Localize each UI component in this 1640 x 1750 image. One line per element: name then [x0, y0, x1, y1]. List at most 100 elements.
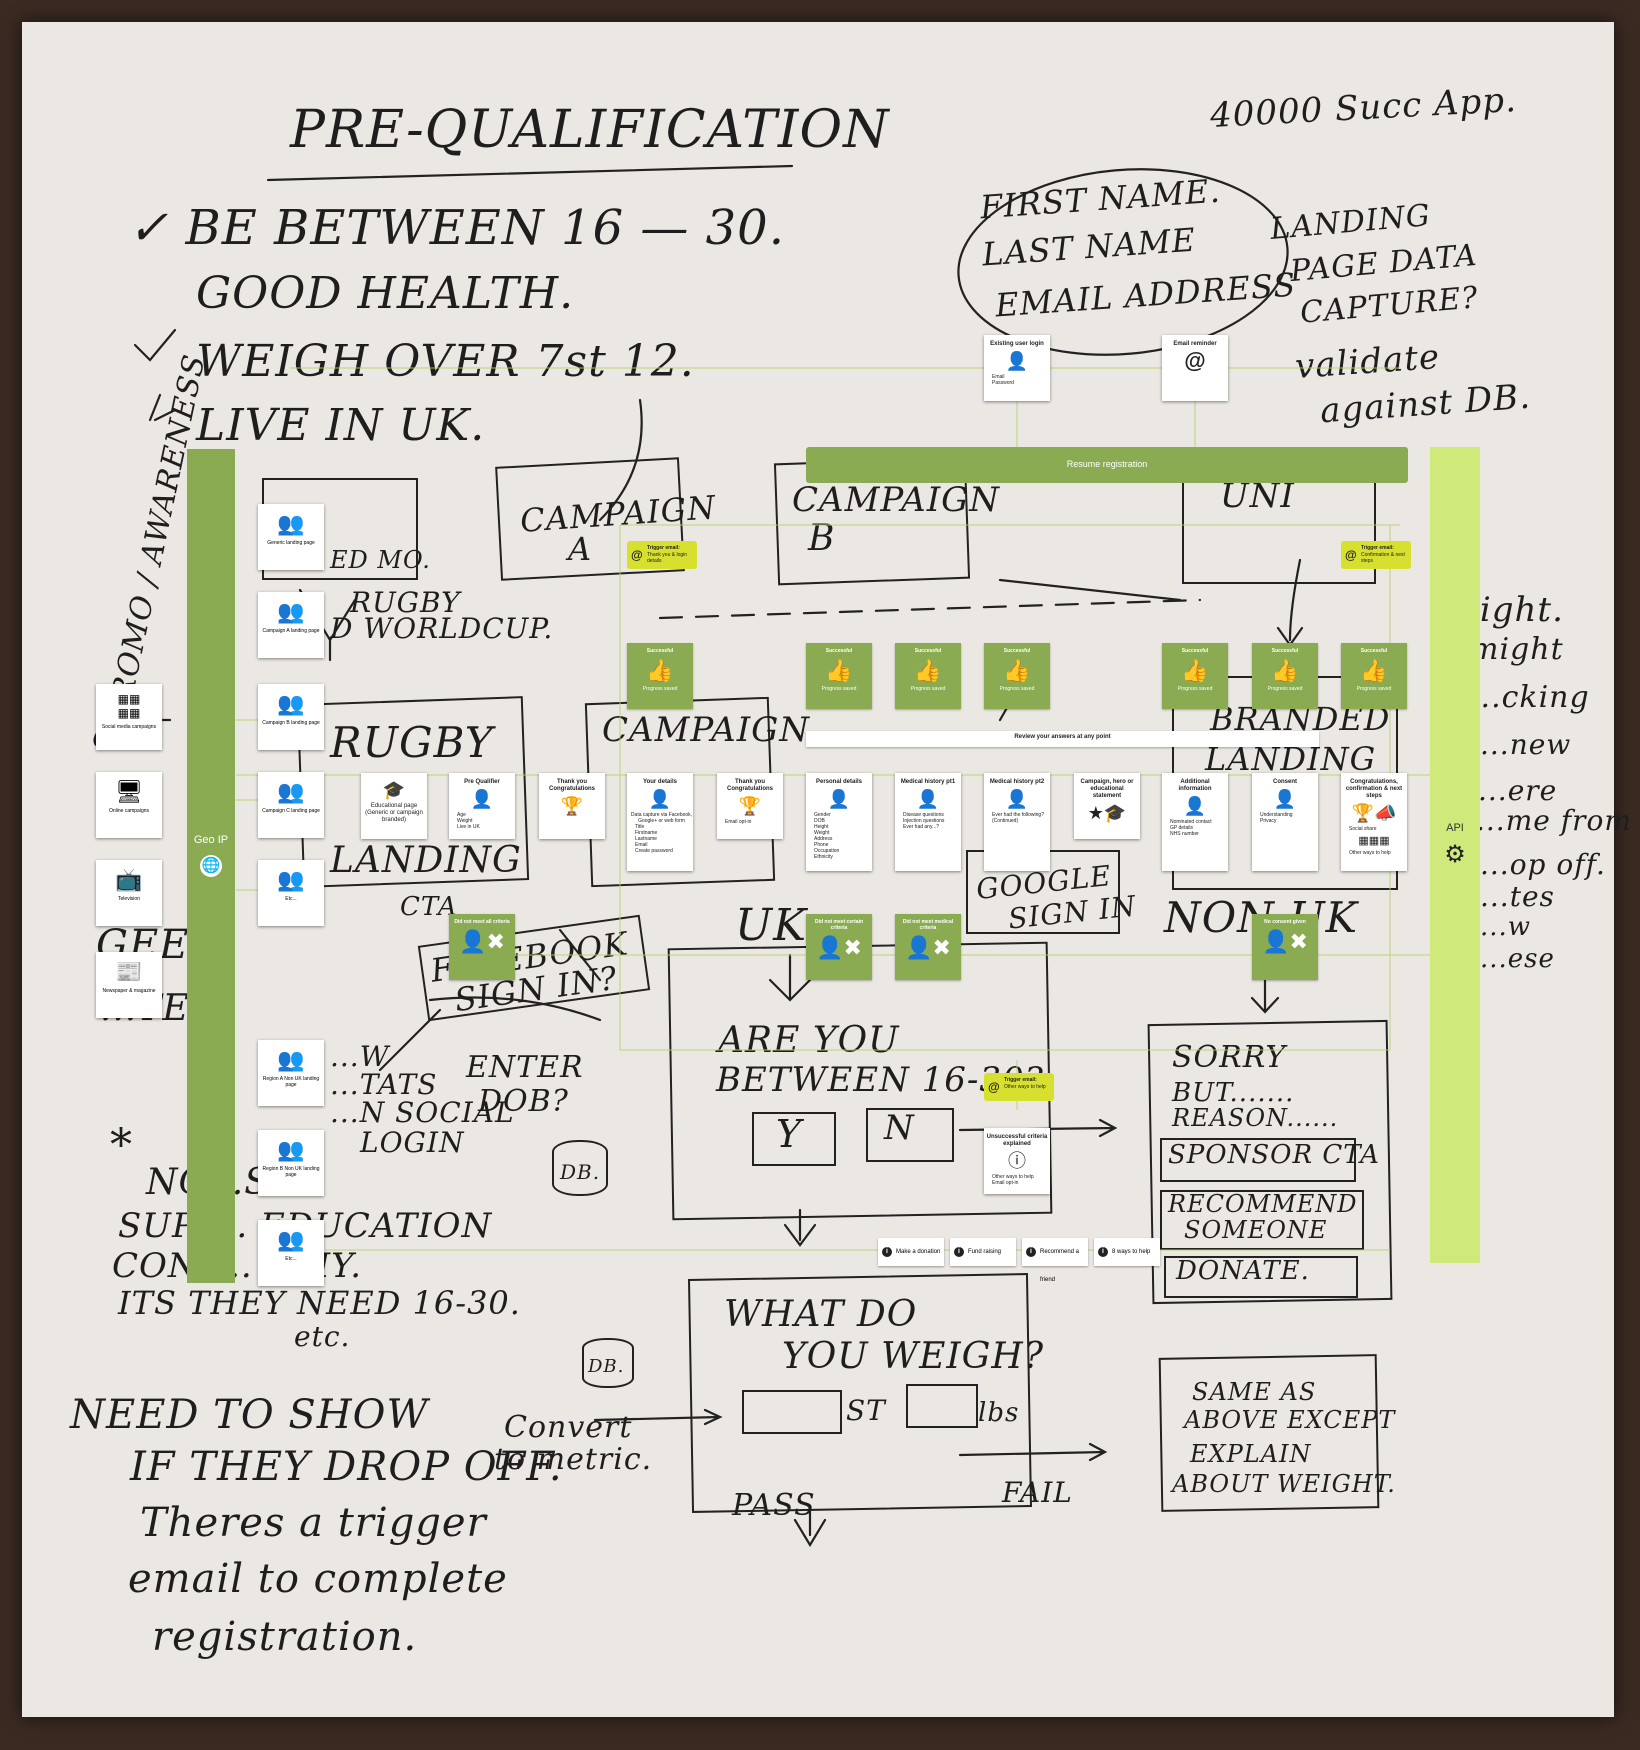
- fail-no-consent: No consent given👤✖: [1252, 914, 1318, 980]
- trigger-email-other-ways: @Trigger email:Other ways to help: [984, 1073, 1054, 1101]
- user-icon: 👤: [1183, 796, 1207, 816]
- yes-label: Y: [776, 1112, 803, 1156]
- channel-social-media[interactable]: ▦▦▦▦ Social media campaigns: [96, 684, 162, 750]
- resume-registration-bar[interactable]: [806, 447, 1408, 483]
- sponsor-box: [1160, 1138, 1356, 1182]
- gears-icon: ⚙: [1444, 841, 1466, 868]
- email-reminder-card[interactable]: Email reminder @: [1162, 335, 1228, 401]
- geo-ip-label: Geo IP: [193, 834, 229, 846]
- weight-question-1: WHAT DO: [724, 1294, 918, 1335]
- user-icon: 👤: [1273, 789, 1297, 809]
- flow-additional-info[interactable]: Additional information👤Nominated contact…: [1162, 773, 1228, 871]
- existing-user-login-card[interactable]: Existing user login 👤 Email Password: [984, 335, 1050, 401]
- landing-page-campaign-c[interactable]: 👥Campaign C landing page: [258, 772, 324, 838]
- trigger-email-confirmation: @Trigger email:Confirmation & next steps: [1341, 541, 1411, 569]
- db-label-1: DB.: [560, 1160, 601, 1184]
- right-note-7: ...op off.: [1480, 848, 1606, 881]
- channel-online[interactable]: 🖥 Online campaigns: [96, 772, 162, 838]
- user-icon: 👤: [648, 789, 672, 809]
- footer-note-5: registration.: [152, 1614, 418, 1660]
- review-answers-bar[interactable]: [806, 731, 1319, 747]
- st-label: ST: [846, 1394, 886, 1427]
- progress-saved-5: Successful👍Progress saved: [1162, 643, 1228, 709]
- campaign-b-label: CAMPAIGN: [792, 480, 1001, 520]
- landing-page-campaign-b[interactable]: 👥Campaign B landing page: [258, 684, 324, 750]
- progress-saved-3: Successful👍Progress saved: [895, 643, 961, 709]
- right-note-3: ...cking: [1470, 680, 1590, 715]
- right-note-2: might: [1470, 632, 1564, 667]
- education-note-star: *: [110, 1120, 133, 1171]
- donate-box: [1164, 1256, 1358, 1298]
- user-x-icon: 👤✖: [1262, 929, 1308, 954]
- tv-icon: 📺: [115, 867, 143, 892]
- newspaper-icon: 📰: [115, 959, 143, 984]
- same-as-1: SAME AS: [1192, 1378, 1317, 1406]
- user-x-icon: 👤✖: [816, 935, 862, 960]
- fail-all-criteria: Did not meet all criteria👤✖: [449, 914, 515, 980]
- right-note-10: ...ese: [1480, 944, 1555, 974]
- enter-dob-1: ENTER: [466, 1050, 584, 1085]
- sorry-2: BUT.......: [1172, 1078, 1295, 1108]
- thumbs-up-icon: 👍: [1271, 658, 1299, 683]
- rugby-landing-1: RUGBY: [330, 718, 494, 767]
- social-note-2: ...TATS: [330, 1068, 438, 1101]
- thumbs-up-icon: 👍: [1003, 658, 1031, 683]
- flow-thank-you-2[interactable]: Thank you Congratulations🏆Email opt-in: [717, 773, 783, 839]
- landing-page-etc-2[interactable]: 👥Etc...: [258, 1220, 324, 1286]
- users-icon: 👥: [277, 1137, 305, 1162]
- unsuccessful-criteria-card[interactable]: Unsuccessful criteria explained ⓘ Other …: [984, 1128, 1050, 1194]
- info-icon: i: [1098, 1247, 1108, 1257]
- campaign-c-label: CAMPAIGN: [602, 710, 811, 750]
- flow-congratulations[interactable]: Congratulations, confirmation & next ste…: [1341, 773, 1407, 871]
- landing-page-etc[interactable]: 👥Etc...: [258, 860, 324, 926]
- progress-saved-4: Successful👍Progress saved: [984, 643, 1050, 709]
- flow-educational[interactable]: 🎓Educational page (Generic or campaign b…: [361, 773, 427, 839]
- lbs-label: lbs: [978, 1398, 1020, 1428]
- footer-note-3: Theres a trigger: [140, 1500, 487, 1546]
- resume-registration-label: Resume registration: [1066, 459, 1148, 469]
- channel-television[interactable]: 📺 Television: [96, 860, 162, 926]
- user-icon: 👤: [916, 789, 940, 809]
- api-bar: [1430, 447, 1480, 1263]
- right-note-1: light.: [1468, 590, 1564, 630]
- flow-thank-you-1[interactable]: Thank you Congratulations🏆: [539, 773, 605, 839]
- flow-medical-history-2[interactable]: Medical history pt2👤Ever had the followi…: [984, 773, 1050, 871]
- flow-campaign-statement[interactable]: Campaign, hero or educational statement★…: [1074, 773, 1140, 839]
- db-label-2: DB.: [588, 1356, 625, 1377]
- trophy-share-icon: 🏆📣: [1351, 803, 1397, 823]
- right-note-8: ...tes: [1480, 880, 1555, 913]
- info-icon: i: [1026, 1247, 1036, 1257]
- fail-medical-criteria: Did not meet medical criteria👤✖: [895, 914, 961, 980]
- pass-label: PASS: [732, 1488, 816, 1523]
- api-label: API: [1446, 822, 1464, 834]
- users-icon: 👥: [277, 1047, 305, 1072]
- same-as-4: ABOUT WEIGHT.: [1172, 1470, 1396, 1498]
- yes-box: [752, 1112, 836, 1166]
- landing-page-campaign-a[interactable]: 👥Campaign A landing page: [258, 592, 324, 658]
- convert-2: to metric.: [494, 1442, 653, 1477]
- channel-newspaper[interactable]: 📰 Newspaper & magazine: [96, 952, 162, 1018]
- no-box: [866, 1108, 954, 1162]
- flow-your-details[interactable]: Your details👤Data capture via Facebook, …: [627, 773, 693, 871]
- trophy-icon: 🏆: [560, 796, 584, 816]
- users-icon: 👥: [277, 691, 305, 716]
- sponsor-label: SPONSOR CTA: [1168, 1140, 1380, 1170]
- users-icon: 👥: [277, 867, 305, 892]
- landing-page-region-b[interactable]: 👥Region B Non UK landing page: [258, 1130, 324, 1196]
- user-icon: 👤: [1005, 351, 1029, 371]
- landing-page-region-a[interactable]: 👥Region A Non UK landing page: [258, 1040, 324, 1106]
- thumbs-up-icon: 👍: [825, 658, 853, 683]
- landing-page-generic[interactable]: 👥Generic landing page: [258, 504, 324, 570]
- user-icon: 👤: [1005, 789, 1029, 809]
- education-note-5: etc.: [294, 1320, 351, 1353]
- star-cap-icon: ★🎓: [1087, 803, 1127, 823]
- monitor-icon: 🖥: [115, 779, 143, 804]
